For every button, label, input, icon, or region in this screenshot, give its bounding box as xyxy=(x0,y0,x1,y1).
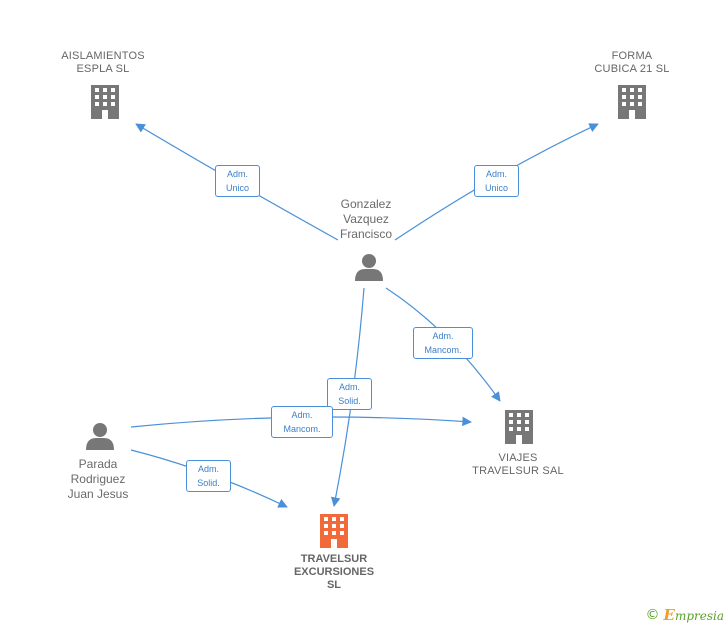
edge-label-line: Unico xyxy=(225,183,249,193)
edge-label-line: Solid. xyxy=(197,478,220,488)
edge-label-line: Mancom. xyxy=(424,345,462,355)
edge-label-gonzalez-forma[interactable]: Adm. Unico xyxy=(474,165,519,197)
label-line: TRAVELSUR SAL xyxy=(472,465,564,477)
building-icon-focus[interactable] xyxy=(320,514,348,548)
building-icon[interactable] xyxy=(618,85,646,119)
building-icon[interactable] xyxy=(91,85,119,119)
label-line: TRAVELSUR xyxy=(300,553,368,565)
label-line: VIAJES xyxy=(498,452,538,464)
label-line: Francisco xyxy=(339,227,392,241)
edge-label-gonzalez-aislamientos[interactable]: Adm. Unico xyxy=(215,165,260,197)
brand-name: Empresia xyxy=(664,606,725,624)
node-label-gonzalez[interactable]: Gonzalez Vazquez Francisco xyxy=(316,197,416,242)
brand-rest: mpresia xyxy=(674,609,724,623)
label-line: SL xyxy=(326,579,342,591)
edge-label-line: Adm. xyxy=(226,169,248,179)
label-line: ESPLA SL xyxy=(76,63,130,75)
edge-label-line: Adm. xyxy=(338,382,360,392)
label-line: CUBICA 21 SL xyxy=(594,63,670,75)
brand-initial: E xyxy=(663,606,675,624)
person-icon[interactable] xyxy=(86,423,114,450)
label-line: Rodriguez xyxy=(70,472,126,486)
edge-label-line: Adm. xyxy=(432,331,454,341)
edge-label-gonzalez-travelsur[interactable]: Adm. Solid. xyxy=(327,378,372,410)
edge-label-gonzalez-viajes[interactable]: Adm. Mancom. xyxy=(413,327,473,359)
node-label-aislamientos[interactable]: AISLAMIENTOS ESPLA SL xyxy=(40,50,166,76)
node-label-forma[interactable]: FORMA CUBICA 21 SL xyxy=(569,50,695,76)
label-line: Juan Jesus xyxy=(67,487,129,501)
edge-label-line: Adm. xyxy=(485,169,507,179)
edge-label-line: Mancom. xyxy=(283,424,321,434)
label-line: EXCURSIONES xyxy=(293,566,375,578)
label-line: Parada xyxy=(78,457,118,471)
label-line: Gonzalez xyxy=(340,197,392,211)
label-line: AISLAMIENTOS xyxy=(61,50,145,62)
building-icon[interactable] xyxy=(505,410,533,444)
label-line: Vazquez xyxy=(343,212,389,226)
node-label-parada[interactable]: Parada Rodriguez Juan Jesus xyxy=(48,457,148,502)
edge-label-line: Solid. xyxy=(338,396,361,406)
edge-label-line: Unico xyxy=(484,183,508,193)
node-label-viajes[interactable]: VIAJES TRAVELSUR SAL xyxy=(455,452,581,478)
person-icon[interactable] xyxy=(355,254,383,281)
edge-label-parada-viajes[interactable]: Adm. Mancom. xyxy=(271,406,333,438)
node-label-travelsur[interactable]: TRAVELSUR EXCURSIONES SL xyxy=(272,553,396,592)
copyright-icon: © xyxy=(645,607,660,623)
edge-label-line: Adm. xyxy=(197,464,219,474)
edge-label-parada-travelsur[interactable]: Adm. Solid. xyxy=(186,460,231,492)
edge-label-line: Adm. xyxy=(291,410,313,420)
label-line: FORMA xyxy=(611,50,653,62)
empresia-logo[interactable]: © Empresia xyxy=(646,606,725,624)
